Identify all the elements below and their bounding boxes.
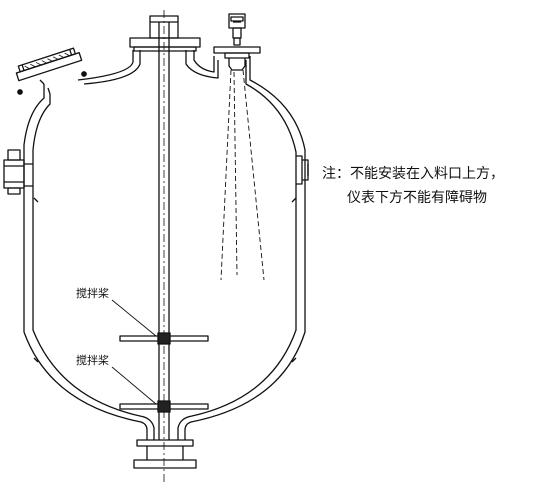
agitator-blade-upper [119, 332, 209, 345]
agitator-label-lower: 搅拌桨 [76, 354, 109, 367]
note-line-2: 仪表下方不能有障碍物 [347, 190, 487, 206]
left-side-nozzle [3, 149, 33, 195]
radar-beam [220, 69, 265, 281]
shell-mark-right [291, 197, 297, 363]
agitator-label-upper: 搅拌桨 [76, 287, 109, 300]
shell-mark-left [33, 197, 39, 363]
right-side-nozzle [296, 155, 309, 185]
tank-outer-wall [23, 50, 306, 440]
top-central-flange [129, 15, 201, 52]
agitator-leader-upper [111, 299, 157, 337]
bottom-outlet-flange [133, 439, 197, 469]
tank-inner-wall [32, 50, 297, 440]
agitator-shaft [158, 10, 170, 482]
angled-inlet-nozzle [15, 47, 87, 95]
agitator-leader-lower [111, 366, 157, 405]
radar-level-meter [213, 13, 261, 71]
tank-vessel [23, 50, 306, 440]
note-line-1: 注：不能安装在入料口上方， [322, 166, 504, 182]
agitator-blade-lower [119, 400, 209, 413]
